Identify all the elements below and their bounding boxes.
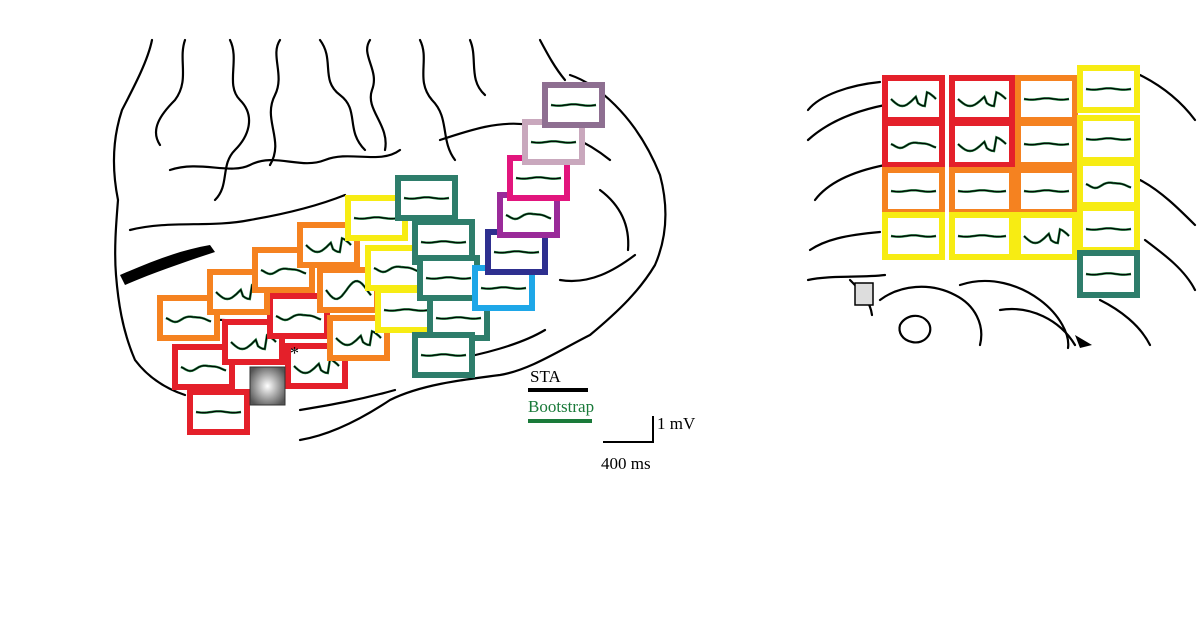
electrode-frame	[157, 295, 220, 341]
sta-trace	[957, 91, 1007, 107]
sta-trace	[1085, 87, 1132, 91]
sta-trace	[1023, 142, 1070, 146]
sta-trace	[435, 316, 482, 320]
electrode-box	[522, 119, 585, 165]
electrode-box	[882, 120, 945, 168]
electrode-box	[417, 255, 480, 301]
electrode-box	[375, 287, 438, 333]
sta-trace	[890, 189, 937, 193]
sta-trace	[373, 266, 420, 273]
electrode-box	[1077, 250, 1140, 298]
legend-bootstrap-label: Bootstrap	[528, 397, 595, 416]
legend-sta-label: STA	[530, 367, 561, 386]
electrode-box	[172, 344, 235, 390]
electrode-box	[1015, 167, 1078, 215]
sta-trace	[890, 91, 937, 107]
electrode-box	[882, 212, 945, 260]
electrode-frame	[172, 344, 235, 390]
electrode-box	[949, 212, 1015, 260]
electrode-box	[157, 295, 220, 341]
sylvian-fissure	[120, 245, 215, 285]
sta-trace	[1085, 137, 1132, 141]
electrode-box	[1015, 120, 1078, 168]
sta-trace	[165, 316, 212, 323]
sta-trace	[305, 237, 352, 253]
sta-trace	[383, 308, 430, 312]
electrode-box	[949, 120, 1015, 168]
sta-trace	[335, 330, 382, 346]
electrode-frame	[1077, 160, 1140, 208]
electrode-box	[1077, 65, 1140, 113]
electrode-box	[949, 75, 1015, 123]
electrode-box	[1077, 205, 1140, 253]
electrode-box	[317, 267, 380, 313]
sta-trace	[425, 276, 472, 280]
scale-amplitude-label: 1 mV	[657, 414, 696, 433]
sta-trace	[890, 234, 937, 238]
electrode-box	[1077, 160, 1140, 208]
sta-trace	[275, 314, 322, 321]
scale-time-label: 400 ms	[601, 454, 651, 473]
sta-trace	[180, 365, 227, 372]
legend-sta-line	[528, 388, 588, 392]
sta-trace	[493, 250, 540, 254]
scale-bar-vertical	[652, 416, 654, 443]
sta-trace	[1085, 272, 1132, 276]
electrode-box	[412, 332, 475, 378]
sta-trace	[957, 136, 1007, 152]
electrode-box	[187, 389, 250, 435]
electrode-box	[949, 167, 1015, 215]
sta-trace	[260, 268, 307, 275]
electrode-box	[1015, 75, 1078, 123]
sta-trace	[195, 410, 242, 414]
sta-trace	[1023, 97, 1070, 101]
sta-trace	[1023, 189, 1070, 193]
sta-trace	[420, 240, 467, 244]
sta-trace	[1085, 227, 1132, 231]
sta-trace	[957, 234, 1007, 238]
electrode-frame	[882, 120, 945, 168]
electrode-box	[882, 75, 945, 123]
sta-trace	[325, 280, 372, 300]
medial-dark-region	[1075, 335, 1092, 348]
sta-trace	[403, 196, 450, 200]
sta-trace	[515, 176, 562, 180]
sta-trace	[505, 213, 552, 220]
sta-trace	[957, 189, 1007, 193]
electrode-box	[395, 175, 458, 221]
annotation-star: *	[290, 343, 299, 363]
sta-trace	[353, 216, 400, 220]
legend-bootstrap-line	[528, 419, 592, 423]
sta-trace	[480, 286, 527, 290]
sta-trace	[1085, 182, 1132, 189]
sta-trace	[530, 140, 577, 144]
electrode-box	[1077, 115, 1140, 163]
stimulation-site-marker	[249, 366, 286, 406]
electrode-box	[882, 167, 945, 215]
electrode-grid	[157, 65, 1140, 435]
sta-trace	[550, 103, 597, 107]
sta-trace	[420, 353, 467, 357]
electrode-box	[1015, 212, 1078, 260]
sta-trace	[1023, 228, 1070, 244]
sta-trace	[890, 142, 937, 149]
scale-bar-horizontal	[603, 441, 654, 443]
medial-hatch	[854, 282, 874, 306]
electrode-box	[542, 82, 605, 128]
